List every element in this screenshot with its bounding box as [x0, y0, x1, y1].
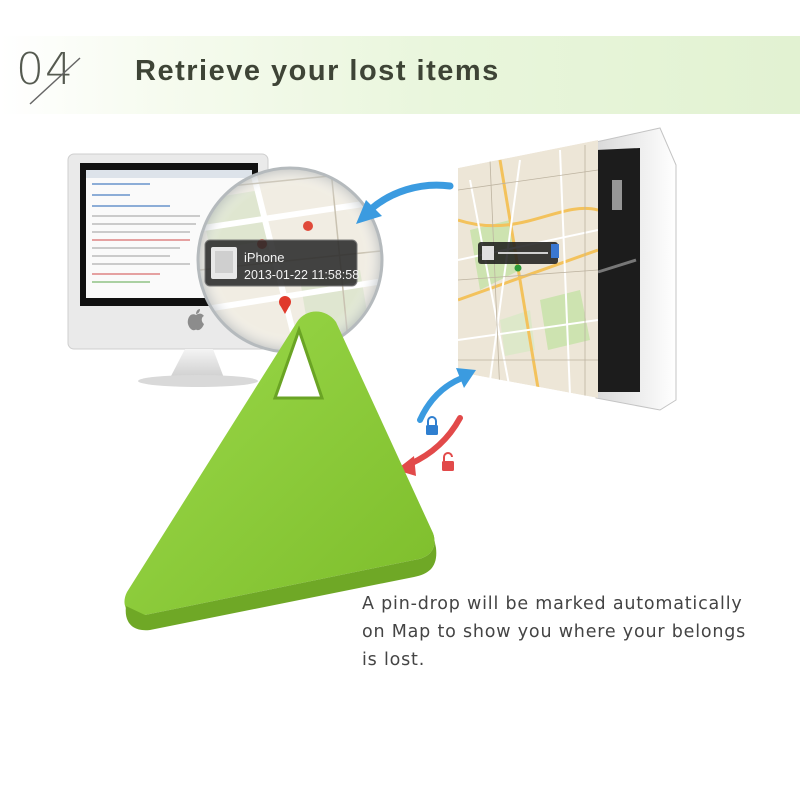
keyring-hole: [275, 330, 322, 398]
caption: A pin-drop will be marked automatically …: [362, 590, 782, 674]
step-number: 04: [16, 44, 74, 95]
apple-logo-icon: [187, 309, 204, 331]
smartphone: [595, 127, 677, 411]
caption-line: is lost.: [362, 650, 426, 670]
unlock-icon: [442, 452, 454, 471]
imac-computer: [67, 153, 269, 387]
map-pin-icon: [514, 264, 522, 272]
popup-device-name: iPhone: [244, 250, 284, 265]
header-banner: [0, 36, 800, 114]
sync-arrow-up: [417, 368, 476, 423]
triangle-tracker: [124, 311, 437, 631]
caption-line: on Map to show you where your belongs: [362, 622, 747, 642]
page-title: Retrieve your lost items: [135, 55, 500, 87]
step-slash-decoration: [29, 57, 81, 105]
device-popup: iPhone 2013-01-22 11:58:58: [204, 239, 359, 287]
popup-timestamp: 2013-01-22 11:58:58: [244, 268, 359, 282]
lock-icon: [426, 416, 438, 435]
caption-line: A pin-drop will be marked automatically: [362, 594, 743, 614]
sync-arrow-top: [356, 181, 454, 224]
map-screen: [458, 140, 598, 398]
